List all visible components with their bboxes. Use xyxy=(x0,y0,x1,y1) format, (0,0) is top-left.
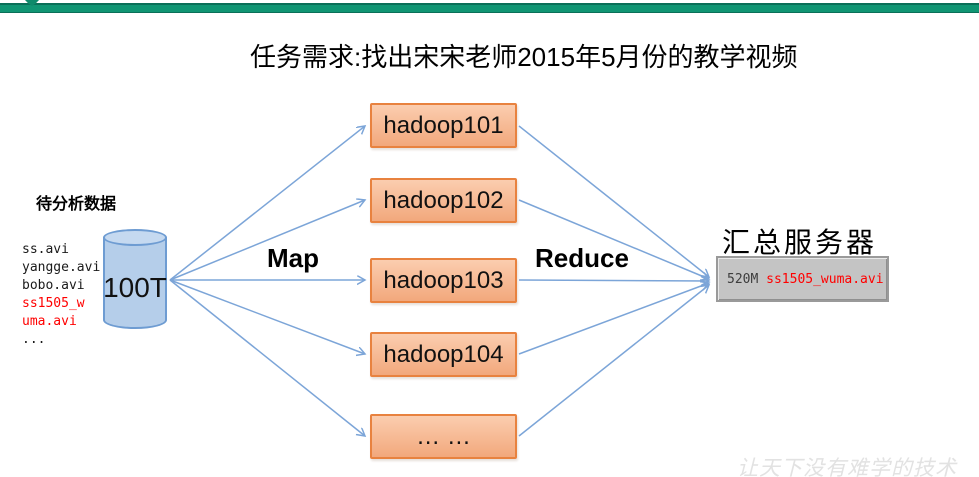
watermark-text: 让天下没有难学的技术 xyxy=(737,456,957,477)
top-green-bar xyxy=(0,3,979,13)
node-hadoop104: hadoop104 xyxy=(370,332,517,377)
data-cylinder-top xyxy=(103,229,167,246)
source-data-label: 待分析数据 xyxy=(36,196,117,213)
file-list: ss.avi yangge.avi bobo.avi ss1505_w uma.… xyxy=(22,241,100,349)
file-item: yangge.avi xyxy=(22,260,101,275)
node-hadoop102: hadoop102 xyxy=(370,178,517,223)
reduce-label: Reduce xyxy=(535,243,629,273)
result-size: 520M xyxy=(727,271,767,287)
sink-server-label: 汇总服务器 xyxy=(722,227,878,258)
page-title: 任务需求:找出宋宋老师2015年5月份的教学视频 xyxy=(250,42,798,72)
file-item: ss.avi xyxy=(22,242,69,257)
data-cylinder-label: 100T xyxy=(103,272,167,303)
node-ellipsis: … … xyxy=(370,414,517,459)
reduce-arrows xyxy=(518,125,709,437)
file-item: ... xyxy=(22,332,46,347)
map-label: Map xyxy=(267,243,319,273)
node-hadoop103: hadoop103 xyxy=(370,258,517,303)
map-arrows xyxy=(169,126,365,436)
data-cylinder xyxy=(103,237,167,329)
sink-server-box: 520M ss1505_wuma.avi xyxy=(716,256,889,302)
node-hadoop101: hadoop101 xyxy=(370,103,517,148)
file-item: uma.avi xyxy=(22,314,77,329)
file-item: ss1505_w xyxy=(22,296,85,311)
chevron-down-icon xyxy=(25,0,39,6)
result-file: ss1505_wuma.avi xyxy=(766,271,884,287)
file-item: bobo.avi xyxy=(22,278,85,293)
